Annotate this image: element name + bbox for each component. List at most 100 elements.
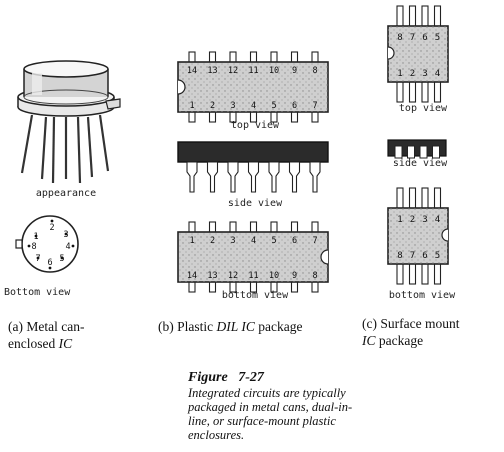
smd-lead-upper — [408, 187, 417, 211]
dil-pin-number: 10 — [269, 271, 279, 281]
smd-lead-lower — [433, 79, 442, 103]
dil-caption: (b) Plastic DIL IC package — [158, 318, 358, 335]
smd-pin-number: 1 — [397, 69, 402, 79]
dil-bottom-notch — [320, 249, 329, 265]
smd-lead-lower — [408, 79, 417, 103]
dil-side-lead — [227, 161, 239, 193]
metal-can-caption-line2: enclosed IC — [8, 335, 138, 352]
can-pin-number: 7 — [35, 254, 40, 264]
dil-pin-number: 5 — [271, 101, 276, 111]
smd-caption-suffix: package — [378, 333, 424, 348]
can-pin-dot — [48, 266, 52, 270]
can-pin-number: 5 — [59, 254, 64, 264]
smd-pin-number: 5 — [435, 33, 440, 43]
can-pin-number: 2 — [49, 223, 54, 233]
dil-pin-number: 14 — [187, 271, 197, 281]
smd-lead-upper — [433, 5, 442, 29]
dil-pin-number: 4 — [251, 101, 256, 111]
dil-pin-number: 13 — [207, 66, 217, 76]
smd-lead-upper — [408, 5, 417, 29]
dil-pin-number: 11 — [248, 271, 258, 281]
smd-pin-number: 7 — [410, 33, 415, 43]
smd-pin-number: 2 — [410, 215, 415, 225]
dil-pin-number: 2 — [210, 101, 215, 111]
dil-pin-number: 3 — [230, 236, 235, 246]
smd-pin-number: 6 — [422, 33, 427, 43]
metal-can-caption: (a) Metal can- enclosed IC — [8, 318, 138, 352]
smd-pin-number: 2 — [410, 69, 415, 79]
smd-lead-lower — [421, 79, 429, 103]
smd-pin-number: 8 — [397, 251, 402, 261]
dil-pin-number: 8 — [312, 271, 317, 281]
dil-side-view-label: side view — [227, 198, 283, 209]
dil-caption-prefix: (b) Plastic — [158, 319, 214, 334]
can-pin-number: 3 — [63, 230, 68, 240]
figure-text-line: packaged in metal cans, dual-in- — [188, 400, 353, 414]
dil-pin-number: 14 — [187, 66, 197, 76]
dil-pin-number: 5 — [271, 236, 276, 246]
smd-side-lead — [432, 145, 440, 159]
metal-can-caption-line1: (a) Metal can- — [8, 319, 85, 334]
smd-lead-upper — [421, 187, 429, 211]
smd-top-view-label: top view — [398, 103, 448, 114]
smd-pin-number: 3 — [422, 69, 427, 79]
can-pin-dot — [71, 244, 75, 248]
smd-pin-number: 8 — [397, 33, 402, 43]
metal-can-leads — [20, 114, 110, 184]
dil-side-lead — [206, 161, 219, 193]
smd-lead-upper — [396, 187, 404, 211]
metal-can-appearance-drawing — [17, 60, 121, 184]
can-pin-dot — [34, 234, 38, 238]
metal-can-appearance-label: appearance — [35, 188, 97, 199]
can-pin-dot — [27, 244, 31, 248]
smd-side-view-label: side view — [392, 158, 448, 169]
dil-pin-number: 6 — [292, 236, 297, 246]
dil-pin-number: 9 — [292, 66, 297, 76]
smd-pin-number: 5 — [435, 251, 440, 261]
metal-can-bottom-view-label: Bottom view — [4, 287, 71, 298]
figure-title: Figure 7-27 — [188, 370, 388, 386]
dil-caption-suffix: package — [258, 319, 303, 334]
figure-text: Integrated circuits are typically packag… — [188, 386, 388, 442]
dil-pin-number: 11 — [248, 66, 258, 76]
smd-caption-ic: IC — [362, 333, 376, 348]
smd-lead-lower — [408, 261, 417, 285]
dil-side-lead — [288, 161, 301, 193]
smd-pin-number: 4 — [435, 69, 440, 79]
dil-caption-dil: DIL IC — [216, 319, 255, 334]
dil-pin-number: 1 — [189, 236, 194, 246]
can-pin-number: 4 — [65, 242, 70, 252]
can-pin-number: 8 — [31, 242, 36, 252]
smd-lead-upper — [396, 5, 404, 29]
can-pin-number: 1 — [33, 232, 38, 242]
figure-number: 7-27 — [238, 370, 264, 385]
smd-pin-number: 1 — [397, 215, 402, 225]
dil-side-lead — [247, 161, 260, 193]
dil-side-lead — [309, 161, 321, 193]
smd-pin-number: 6 — [422, 251, 427, 261]
dil-pin-number: 3 — [230, 101, 235, 111]
smd-lead-lower — [421, 261, 429, 285]
metal-can-tab — [15, 239, 23, 249]
smd-caption-line2: IC package — [362, 332, 502, 349]
figure-text-line: line, or surface-mount plastic — [188, 414, 336, 428]
dil-pin-number: 9 — [292, 271, 297, 281]
dil-side-lead — [268, 161, 280, 193]
dil-pin-number: 2 — [210, 236, 215, 246]
smd-side-lead — [407, 145, 415, 159]
figure-label: Figure — [188, 370, 228, 385]
smd-pin-number: 3 — [422, 215, 427, 225]
smd-side-lead — [394, 145, 403, 159]
dil-pin-number: 1 — [189, 101, 194, 111]
figure-caption: Figure 7-27 Integrated circuits are typi… — [188, 370, 388, 442]
dil-pin-number: 8 — [312, 66, 317, 76]
dil-side-lead — [186, 161, 198, 193]
smd-pin-number: 4 — [435, 215, 440, 225]
smd-bottom-view-label: bottom view — [388, 290, 456, 301]
